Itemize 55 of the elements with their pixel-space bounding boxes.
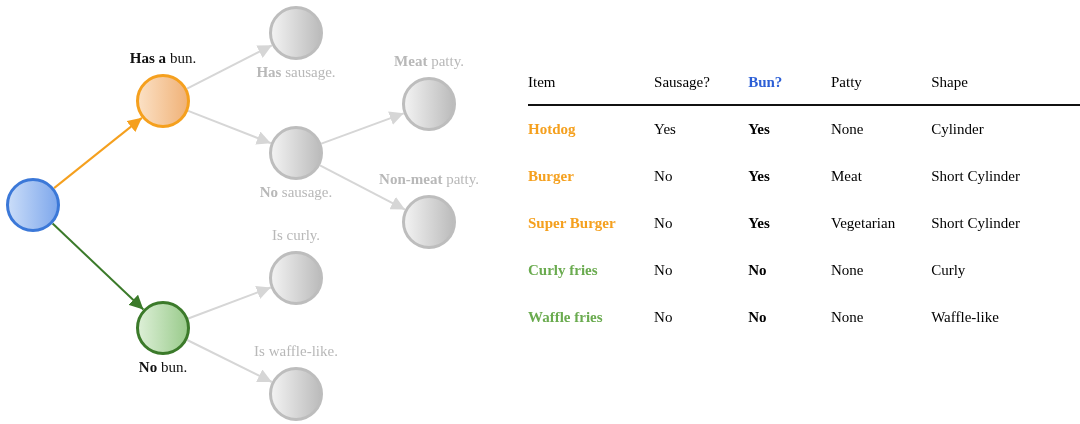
node-label: Has a bun.: [129, 50, 197, 67]
table-value: No: [654, 309, 673, 326]
item-name: Burger: [528, 168, 574, 185]
tree-node: [136, 301, 190, 355]
column-header: Item: [528, 74, 556, 91]
table-value: Curly: [931, 262, 966, 279]
table-value: Yes: [748, 215, 770, 232]
tree-node: [402, 195, 456, 249]
arrow: [187, 285, 272, 320]
table-value: Cylinder: [931, 121, 984, 138]
node-label: Has sausage.: [256, 64, 336, 81]
tree-node: [269, 251, 323, 305]
tree-node: [136, 74, 190, 128]
column-header: Patty: [831, 74, 862, 91]
table-value: None: [831, 262, 864, 279]
column-header: Bun?: [748, 74, 783, 91]
table-value: No: [748, 262, 767, 279]
node-label: No bun.: [138, 359, 188, 376]
table-value: No: [654, 262, 673, 279]
tree-node: [269, 367, 323, 421]
table-value: No: [654, 215, 673, 232]
table-value: Yes: [654, 121, 676, 138]
table-value: Waffle-like: [931, 309, 999, 326]
table-value: No: [748, 309, 767, 326]
table-value: Yes: [748, 121, 770, 138]
table-value: Meat: [831, 168, 862, 185]
item-name: Super Burger: [528, 215, 616, 232]
arrow: [51, 222, 145, 311]
table-value: None: [831, 121, 864, 138]
tree-node: [269, 126, 323, 180]
node-label: Is curly.: [271, 227, 321, 244]
arrow: [186, 44, 273, 90]
table-value: Short Cylinder: [931, 168, 1020, 185]
arrow: [53, 116, 143, 190]
tree-node: [269, 6, 323, 60]
table-value: Short Cylinder: [931, 215, 1020, 232]
item-name: Curly fries: [528, 262, 598, 279]
table-value: Vegetarian: [831, 215, 896, 232]
node-label: No sausage.: [259, 184, 333, 201]
arrow: [318, 164, 407, 211]
table-value: No: [654, 168, 673, 185]
tree-node: [402, 77, 456, 131]
column-header: Sausage?: [654, 74, 710, 91]
node-label: Meat patty.: [394, 53, 464, 70]
table-value: None: [831, 309, 864, 326]
node-label: Non-meat patty.: [379, 171, 479, 188]
arrow: [320, 111, 405, 145]
arrow: [186, 339, 273, 383]
item-name: Hotdog: [528, 121, 576, 138]
table-value: Yes: [748, 168, 770, 185]
item-name: Waffle fries: [528, 309, 603, 326]
column-header: Shape: [931, 74, 968, 91]
arrow: [187, 109, 272, 145]
tree-node: [6, 178, 60, 232]
node-label: Is waffle-like.: [254, 343, 338, 360]
